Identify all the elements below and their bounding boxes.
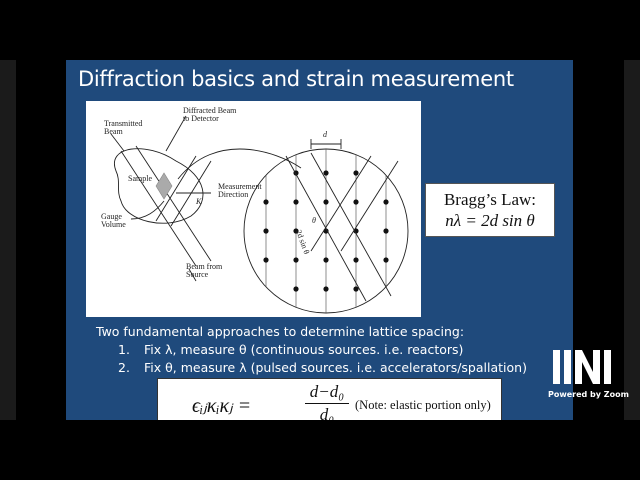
strain-fraction: d−d₀ d₀ (305, 382, 349, 420)
strain-lhs: ϵᵢⱼκᵢκⱼ = (192, 395, 252, 417)
item-text: Fix θ, measure λ (pulsed sources. i.e. a… (144, 360, 527, 375)
label-transmitted: Transmitted (104, 119, 142, 128)
shared-slide: Diffraction basics and strain measuremen… (66, 60, 573, 420)
lattice-point (383, 199, 389, 205)
lattice-point (353, 170, 359, 176)
lattice-point (263, 199, 269, 205)
label-d: d (323, 130, 328, 139)
lattice-point (293, 199, 299, 205)
label-source: Source (186, 270, 209, 279)
bragg-label: Bragg’s Law: (443, 190, 537, 209)
label-direction: Direction (218, 190, 248, 199)
approaches-intro: Two fundamental approaches to determine … (96, 324, 465, 339)
lattice-point (323, 257, 329, 263)
lattice-point (353, 257, 359, 263)
lattice-point (353, 199, 359, 205)
label-measurement: Measurement (218, 182, 262, 191)
approach-item: 1. Fix λ, measure θ (continuous sources. … (96, 341, 527, 359)
lattice-point (323, 199, 329, 205)
label-sample: Sample (128, 174, 152, 183)
strain-note: (Note: elastic portion only) (355, 398, 491, 412)
bragg-equation: nλ = 2d sin θ (445, 211, 535, 230)
lattice-points (263, 149, 389, 313)
zoom-caption: Powered by Zoom (548, 390, 629, 399)
zoom-logo-icon (553, 350, 611, 384)
lattice-point (383, 257, 389, 263)
approach-item: 2. Fix θ, measure λ (pulsed sources. i.e.… (96, 359, 527, 377)
lattice-point (293, 257, 299, 263)
label-2d-sin-theta: 2d sin θ (294, 229, 311, 256)
lattice-point (323, 170, 329, 176)
right-gallery-strip (624, 60, 640, 420)
label-beam: Beam (104, 127, 123, 136)
label-theta: θ (312, 216, 316, 225)
left-gallery-strip (0, 60, 16, 420)
lattice-point (293, 228, 299, 234)
lattice-point (263, 228, 269, 234)
diffraction-diagram: Transmitted Beam Diffracted Beam to Dete… (86, 101, 421, 317)
lattice-point (293, 286, 299, 292)
label-k: K (195, 197, 202, 206)
item-text: Fix λ, measure θ (continuous sources. i.… (144, 342, 464, 357)
strain-equation-box: ϵᵢⱼκᵢκⱼ = d−d₀ d₀ (Note: elastic portion… (157, 378, 502, 420)
label-to-detector: to Detector (183, 114, 219, 123)
label-diffracted: Diffracted Beam (183, 106, 237, 115)
item-number: 2. (118, 360, 130, 375)
lattice-point (323, 286, 329, 292)
slide-title: Diffraction basics and strain measuremen… (78, 67, 514, 91)
label-beam-from: Beam from (186, 262, 223, 271)
diagram-svg: Transmitted Beam Diffracted Beam to Dete… (101, 106, 409, 314)
denominator: d₀ (319, 405, 335, 420)
label-gauge: Gauge (101, 212, 122, 221)
bragg-law-box: Bragg’s Law: nλ = 2d sin θ (425, 183, 555, 237)
label-volume: Volume (101, 220, 126, 229)
item-number: 1. (118, 342, 130, 357)
sample-outline (114, 148, 204, 224)
lattice-point (353, 286, 359, 292)
numerator: d−d₀ (309, 382, 345, 401)
zoom-watermark: Powered by Zoom (548, 350, 629, 399)
lattice-point (263, 257, 269, 263)
lattice-point (383, 228, 389, 234)
approaches-list: Two fundamental approaches to determine … (96, 323, 527, 377)
